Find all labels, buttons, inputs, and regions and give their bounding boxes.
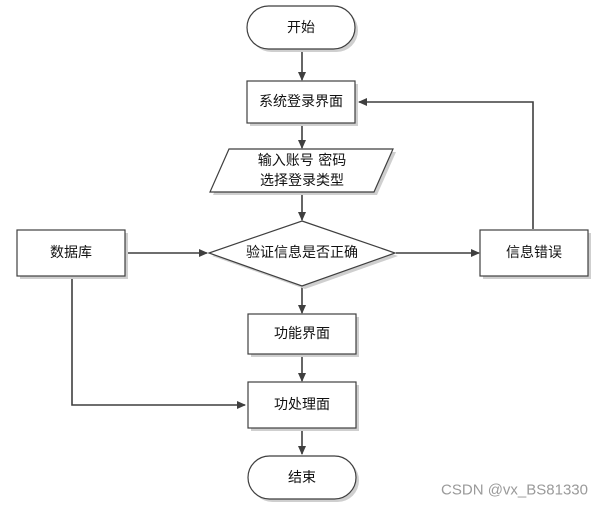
function-ui-node: 功能界面 <box>247 313 359 357</box>
end-label: 结束 <box>288 470 316 486</box>
login-ui-label: 系统登录界面 <box>259 94 343 110</box>
error-label: 信息错误 <box>506 244 562 261</box>
edge-database-to-process <box>71 277 246 409</box>
error-node: 信息错误 <box>479 229 591 279</box>
process-node: 功处理面 <box>247 381 359 431</box>
database-node: 数据库 <box>16 229 128 279</box>
login-ui-node: 系统登录界面 <box>246 80 358 126</box>
start-label: 开始 <box>287 20 315 36</box>
edge-error-to-login <box>358 98 534 229</box>
function-ui-label: 功能界面 <box>274 326 330 342</box>
input-label-line2: 选择登录类型 <box>260 173 344 189</box>
database-label: 数据库 <box>50 245 92 261</box>
verify-node: 验证信息是否正确 <box>207 220 398 289</box>
verify-label: 验证信息是否正确 <box>246 244 358 261</box>
input-label-line1: 输入账号 密码 <box>258 152 346 169</box>
watermark-text: CSDN @vx_BS81330 <box>441 482 588 499</box>
process-label: 功处理面 <box>274 397 330 413</box>
input-node: 输入账号 密码 选择登录类型 <box>209 148 396 195</box>
start-node: 开始 <box>246 5 358 52</box>
end-node: 结束 <box>247 455 359 502</box>
